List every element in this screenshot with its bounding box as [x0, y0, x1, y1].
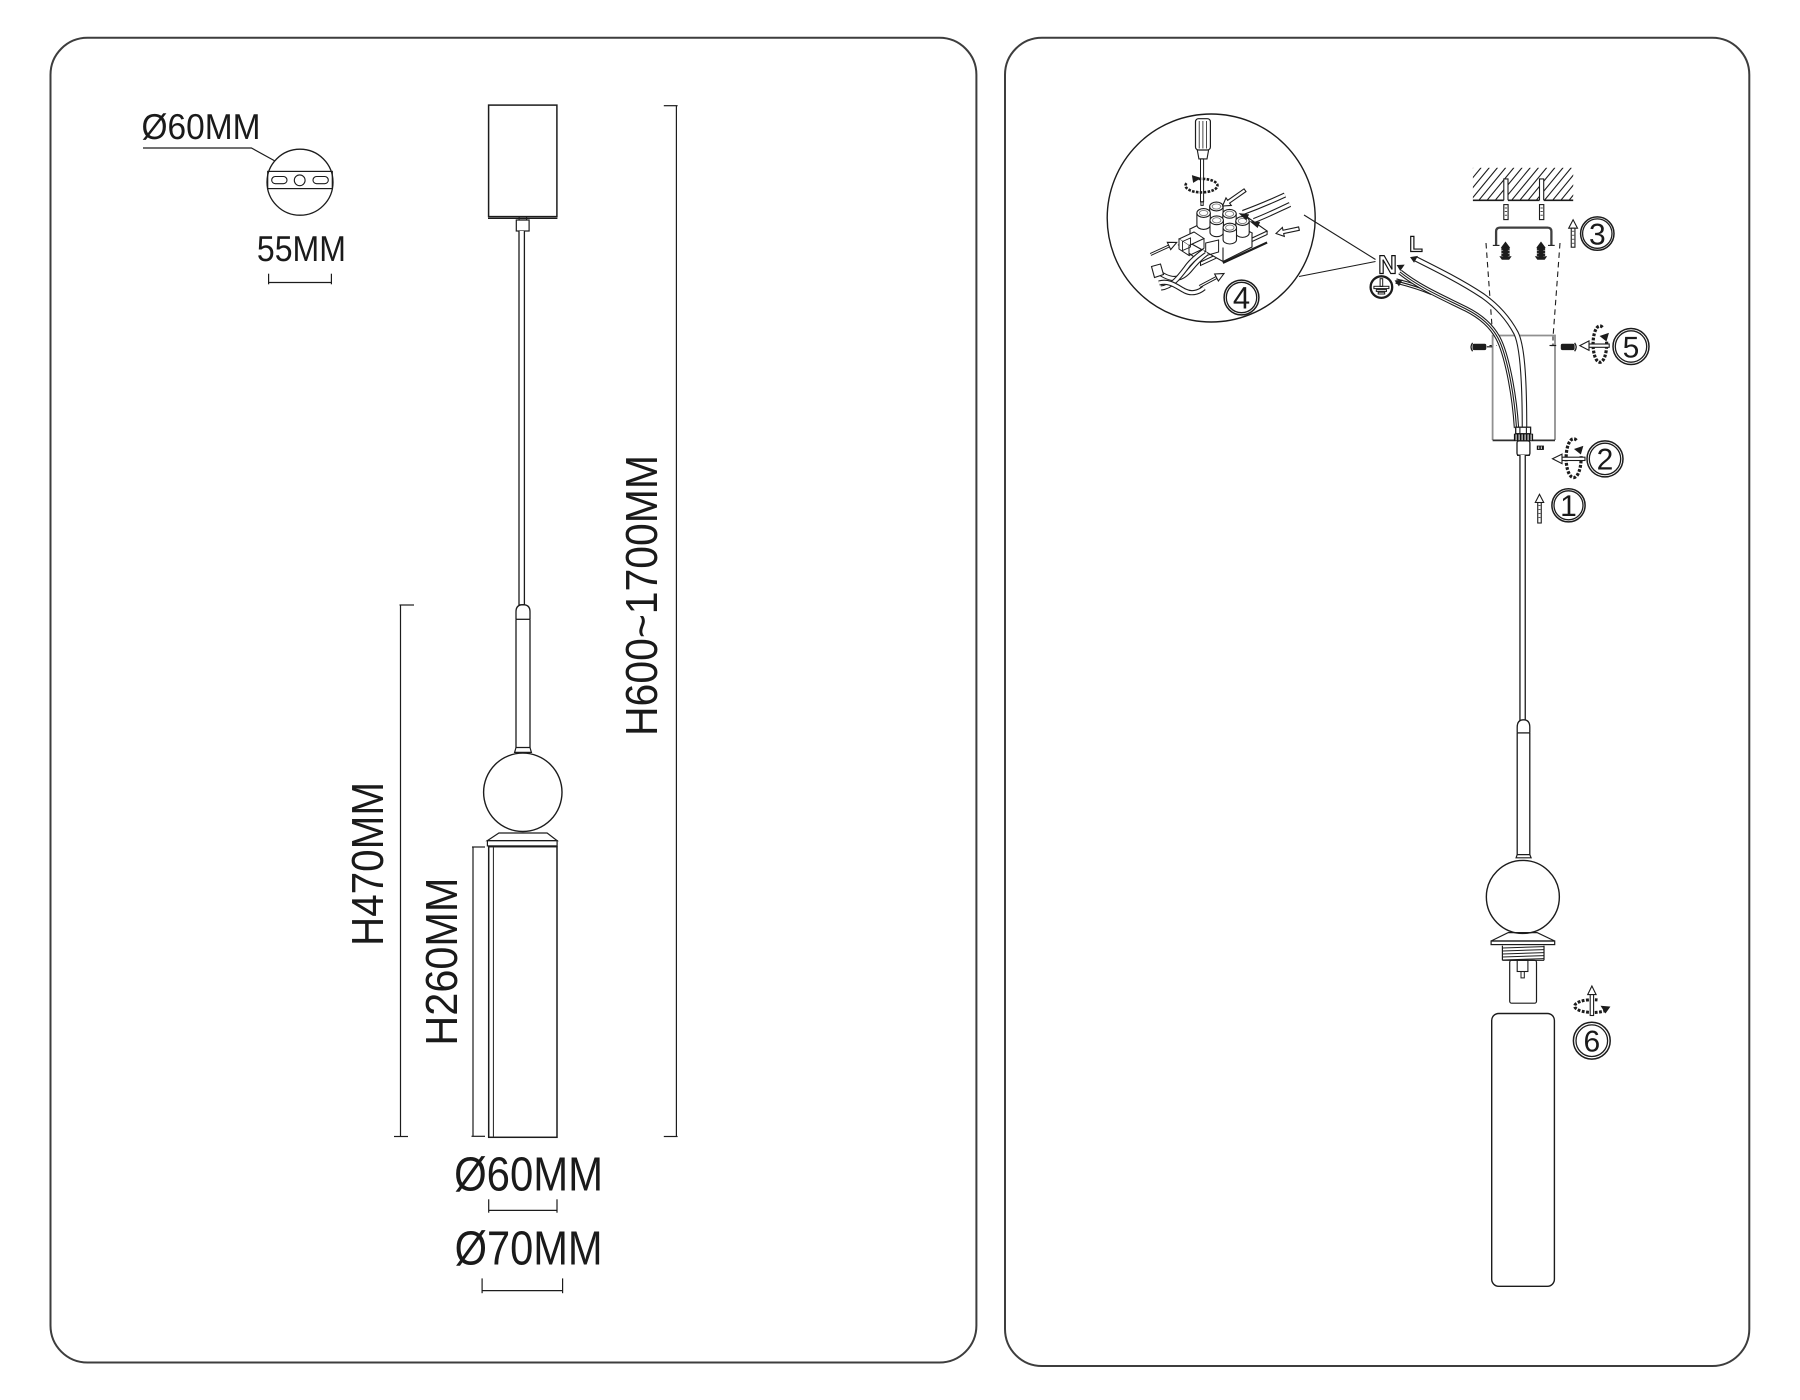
svg-text:1: 1: [1560, 490, 1577, 523]
svg-text:6: 6: [1583, 1026, 1600, 1059]
svg-text:N: N: [1378, 250, 1397, 280]
svg-text:H600~1700MM: H600~1700MM: [616, 455, 667, 736]
svg-text:2: 2: [1597, 444, 1614, 477]
svg-text:L: L: [1409, 232, 1422, 257]
svg-text:5: 5: [1623, 331, 1640, 364]
svg-text:55MM: 55MM: [257, 228, 346, 269]
svg-text:Ø60MM: Ø60MM: [454, 1149, 603, 1202]
svg-text:H470MM: H470MM: [342, 782, 393, 946]
svg-text:L: L: [1409, 232, 1422, 257]
svg-text:Ø60MM: Ø60MM: [142, 106, 261, 147]
svg-text:N: N: [1378, 250, 1397, 280]
svg-text:3: 3: [1589, 218, 1606, 251]
svg-text:4: 4: [1233, 281, 1250, 316]
svg-text:Ø70MM: Ø70MM: [455, 1223, 603, 1276]
svg-text:H260MM: H260MM: [416, 878, 467, 1046]
